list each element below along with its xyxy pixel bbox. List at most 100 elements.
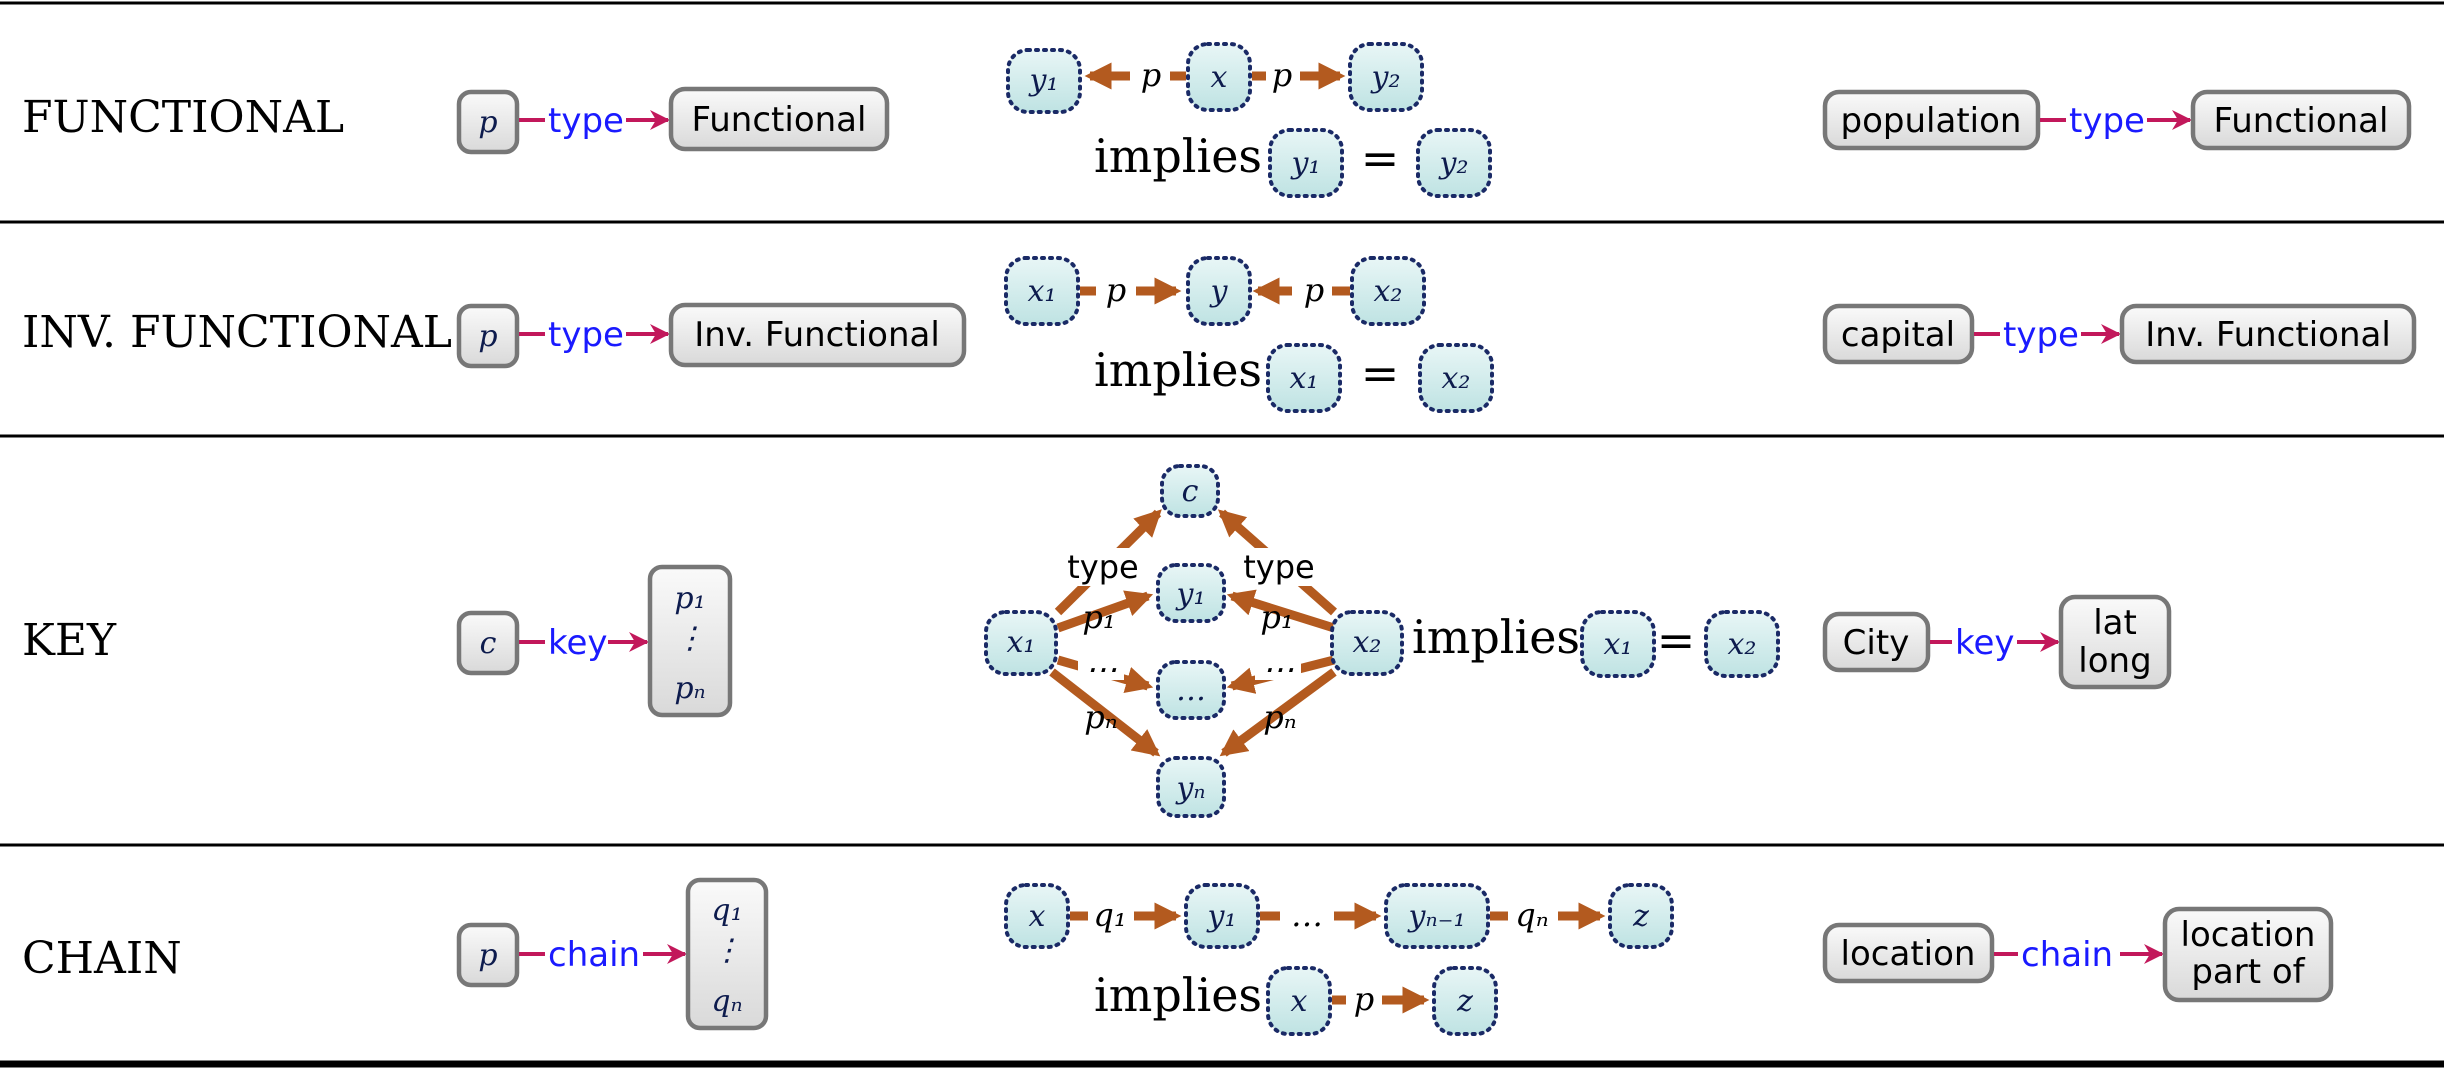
edge-label: p	[1272, 56, 1292, 94]
row-title: FUNCTIONAL	[22, 92, 344, 143]
pattern-node	[1268, 128, 1344, 198]
pattern-node	[1704, 610, 1780, 678]
example-subject-label: capital	[1841, 315, 1955, 355]
example-object-box	[2058, 594, 2172, 690]
edge-label: pₙ	[1263, 698, 1296, 736]
pattern-node	[1006, 48, 1082, 114]
relation-label: chain	[548, 935, 640, 975]
relation-label: key	[548, 623, 608, 663]
implies-word: implies	[1412, 610, 1580, 664]
pattern-node	[1184, 883, 1260, 949]
node-label: y₁	[1028, 63, 1059, 98]
pattern-node	[1156, 756, 1226, 818]
example-subject-box	[1822, 611, 1931, 673]
node-label: y₁	[1206, 899, 1237, 934]
relation-label: type	[548, 101, 624, 141]
pattern-node	[1186, 42, 1252, 112]
object-bottom-label: qₙ	[711, 984, 742, 1019]
node-label: y₁	[1175, 577, 1206, 612]
node-label: y	[1209, 274, 1229, 309]
example-object-line1: location	[2181, 915, 2316, 955]
edge-label: p	[1141, 56, 1161, 94]
equals-sign: =	[1361, 131, 1400, 185]
implies-word: implies	[1094, 343, 1262, 397]
pattern-node	[1156, 660, 1226, 720]
node-label: yₙ	[1174, 771, 1205, 806]
row-title: KEY	[22, 615, 117, 666]
object-box	[647, 564, 733, 718]
pattern-node	[1418, 343, 1494, 413]
edge-label: q₁	[1093, 896, 1126, 934]
node-label: x₁	[1028, 274, 1057, 309]
edge-label: p	[1106, 271, 1126, 309]
node-label: c	[1182, 474, 1199, 509]
pattern-node	[1266, 343, 1342, 413]
node-label: x₁	[1007, 625, 1036, 660]
example-object-box	[2119, 303, 2417, 365]
node-label: y₁	[1290, 146, 1321, 181]
subject-label: p	[478, 938, 497, 973]
implies-word: implies	[1094, 129, 1262, 183]
row-title: INV. FUNCTIONAL	[22, 307, 452, 358]
pattern-node	[1384, 883, 1490, 949]
edge-label: p	[1354, 980, 1374, 1018]
pattern-node	[1186, 256, 1252, 326]
pattern-node	[1004, 256, 1080, 326]
pattern-node	[1416, 128, 1492, 198]
edge-label: ⋯	[1085, 650, 1117, 688]
example-relation-label: type	[2003, 315, 2079, 355]
example-object-label: Functional	[2214, 101, 2389, 141]
node-label: x₁	[1604, 627, 1633, 662]
example-subject-box	[1822, 303, 1975, 365]
pattern-arrow	[1226, 589, 1336, 633]
object-label: Functional	[692, 100, 867, 140]
pattern-node	[1608, 883, 1674, 949]
object-box	[668, 302, 967, 368]
label-backing	[1060, 548, 1146, 586]
edge-label: p₁	[1260, 598, 1293, 636]
pattern-arrow	[1056, 590, 1154, 633]
node-label: …	[1176, 673, 1206, 708]
row-chain: CHAIN p chain q₁ ⋮ qₙ x q₁ y₁ … yₙ₋₁ qₙ …	[22, 877, 2334, 1036]
node-label: x₁	[1290, 361, 1319, 396]
subject-box	[456, 89, 520, 155]
edge-label: p	[1304, 271, 1324, 309]
pattern-node	[1348, 42, 1424, 112]
relation-label: type	[548, 315, 624, 355]
edge-label: type	[1243, 548, 1314, 586]
subject-box	[456, 303, 520, 369]
example-subject-box	[1822, 922, 1995, 984]
subject-box	[456, 922, 520, 988]
node-label: x	[1291, 984, 1308, 1019]
pattern-node	[1156, 563, 1226, 623]
edge-label: pₙ	[1084, 698, 1117, 736]
object-box	[668, 86, 890, 152]
example-object-line1: lat	[2093, 603, 2137, 643]
pattern-node	[1350, 256, 1426, 326]
object-bottom-label: pₙ	[674, 671, 705, 706]
row-title: CHAIN	[22, 933, 182, 984]
subject-label: p	[478, 105, 497, 140]
object-top-label: q₁	[711, 893, 742, 928]
edge-label: ⋯	[1262, 650, 1294, 688]
object-dots-label: ⋮	[712, 933, 742, 968]
pattern-node	[1160, 464, 1220, 518]
example-object-box	[2162, 906, 2334, 1003]
pattern-node	[1432, 966, 1498, 1036]
pattern-node	[1004, 883, 1070, 949]
example-relation-label: type	[2069, 101, 2145, 141]
example-subject-label: location	[1841, 934, 1976, 974]
pattern-node	[1266, 966, 1332, 1036]
object-dots-label: ⋮	[675, 621, 705, 656]
node-label: x₂	[1353, 625, 1382, 660]
label-backing	[1255, 660, 1301, 680]
node-label: x	[1029, 899, 1046, 934]
subject-label: c	[480, 626, 497, 661]
pattern-arrow	[1049, 668, 1161, 757]
node-label: x	[1211, 60, 1228, 95]
subject-box	[456, 610, 520, 676]
edge-label: p₁	[1082, 598, 1115, 636]
node-label: y₂	[1438, 146, 1469, 181]
row-functional: FUNCTIONAL p type Functional y₁ p x p y₂…	[22, 42, 2412, 198]
